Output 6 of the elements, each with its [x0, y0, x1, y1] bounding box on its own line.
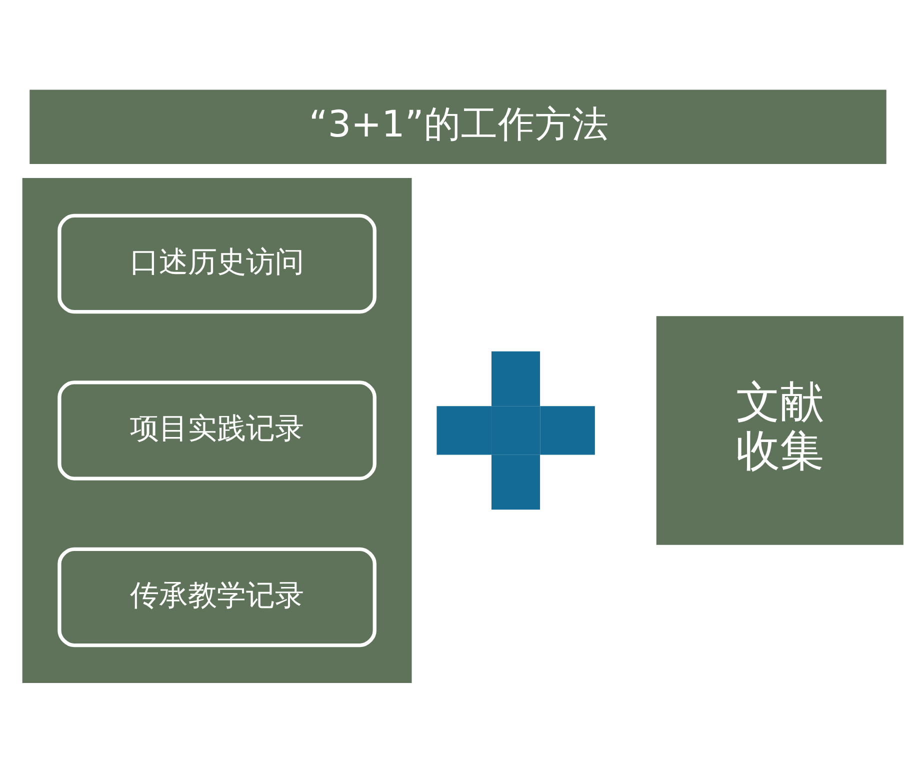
node-box: 口述历史访问 — [58, 213, 376, 314]
node-box: 传承教学记录 — [58, 546, 376, 647]
cluster — [22, 177, 412, 682]
node-box: 项目实践记录 — [58, 380, 376, 480]
diagram-title: “3+1”的工作方法 — [308, 102, 609, 146]
node-box: 文献收集 — [656, 316, 904, 544]
